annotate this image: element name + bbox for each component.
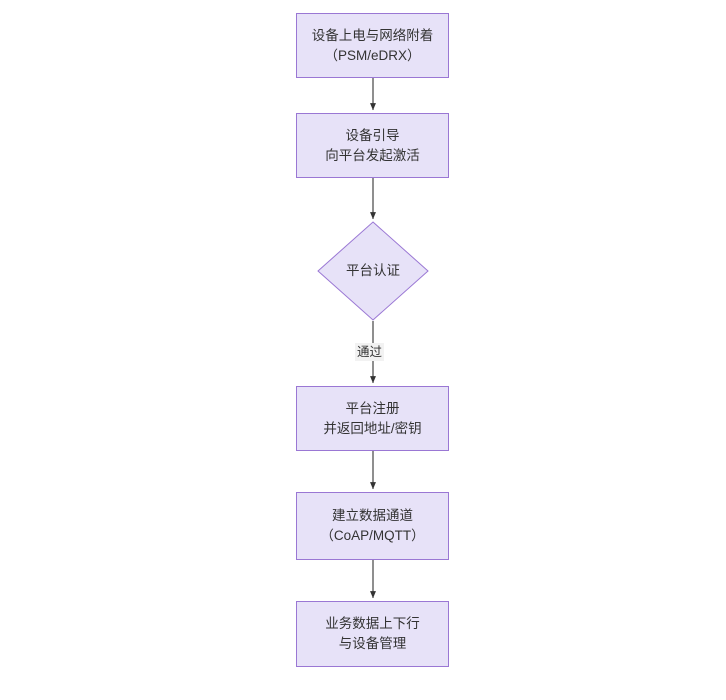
- node-device-power-on[interactable]: 设备上电与网络附着 （PSM/eDRX）: [296, 13, 449, 78]
- node-line: 与设备管理: [338, 636, 407, 651]
- node-line: 平台注册: [345, 400, 400, 416]
- node-platform-auth-decision[interactable]: 平台认证: [317, 221, 429, 321]
- node-line: （PSM/eDRX）: [324, 47, 421, 63]
- node-line: （CoAP/MQTT）: [320, 528, 425, 543]
- diamond-shape: [317, 221, 429, 321]
- node-device-bootstrap[interactable]: 设备引导 向平台发起激活: [296, 113, 449, 178]
- node-line: 向平台发起激活: [325, 147, 420, 163]
- edge-label-pass: 通过: [355, 343, 385, 361]
- node-line: 设备引导: [345, 127, 400, 143]
- node-line: 建立数据通道: [332, 508, 413, 523]
- node-platform-register[interactable]: 平台注册 并返回地址/密钥: [296, 386, 449, 451]
- node-business-data-and-management[interactable]: 业务数据上下行 与设备管理: [296, 601, 449, 667]
- node-line: 平台认证: [346, 263, 400, 278]
- node-line: 并返回地址/密钥: [323, 420, 422, 436]
- node-establish-data-channel[interactable]: 建立数据通道 （CoAP/MQTT）: [296, 492, 449, 560]
- node-line: 设备上电与网络附着: [311, 27, 434, 43]
- node-line: 业务数据上下行: [325, 616, 420, 631]
